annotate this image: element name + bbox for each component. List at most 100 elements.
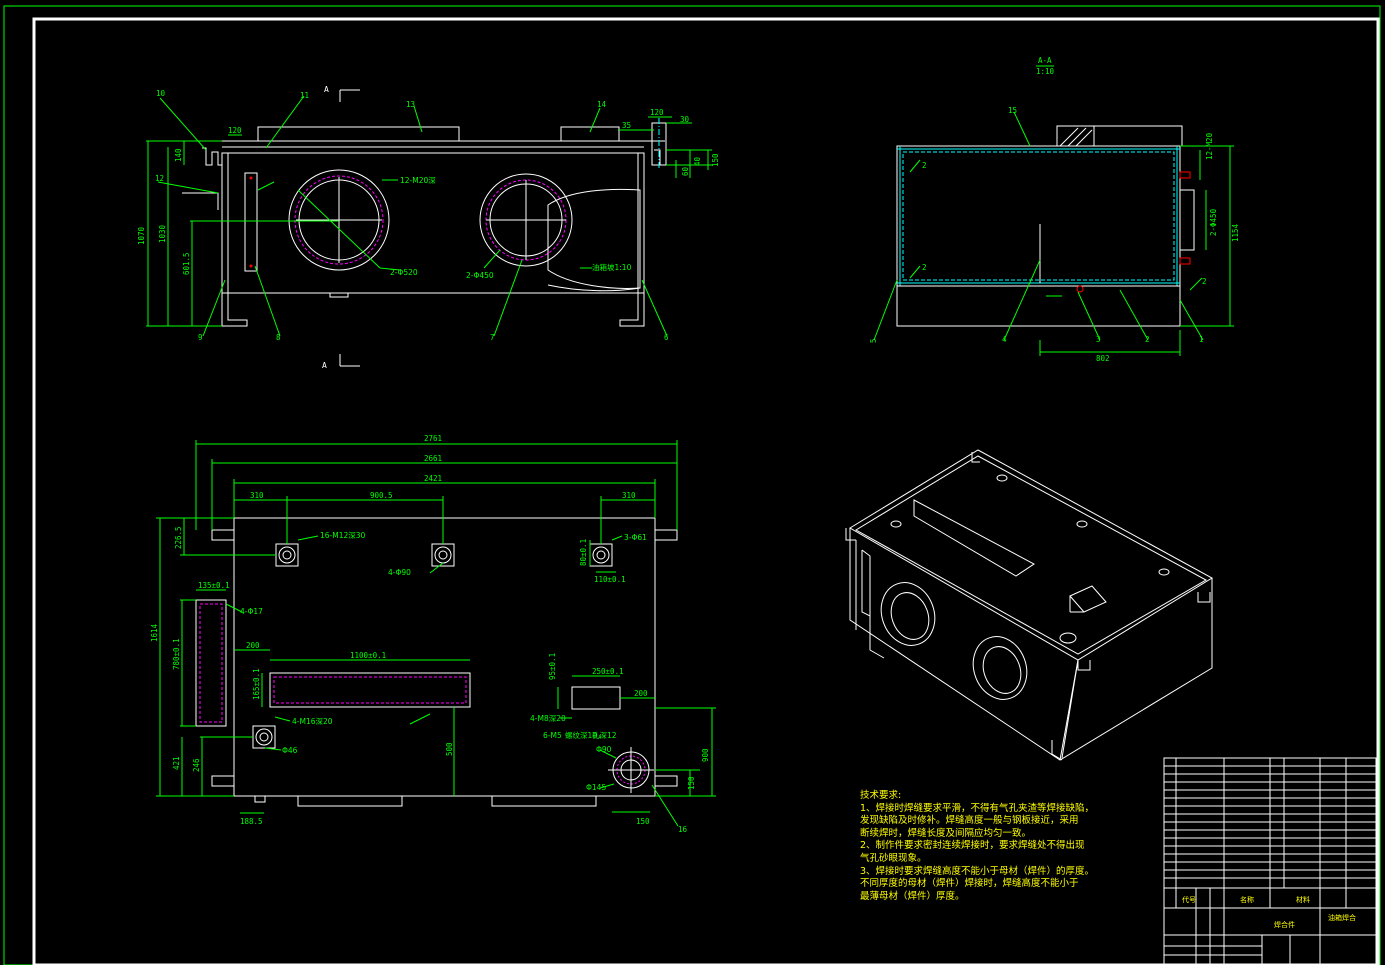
tech-line: 气孔砂眼现象。 [860,852,927,864]
section-mark-bottom: A [322,361,327,370]
svg-text:Φ46: Φ46 [282,746,298,755]
svg-text:226.5: 226.5 [174,526,183,549]
port-520-left [288,169,390,271]
section-view-text: A-A 1:10 15 5 4 3 2 1 1154 802 12-M20 2-… [869,56,1240,363]
svg-text:310: 310 [250,491,264,500]
front-view-callouts: 12-M20深 2-Φ520 2-Φ450 油箱坡1:10 [390,176,632,280]
svg-text:120: 120 [650,108,664,117]
svg-text:601.5: 601.5 [182,252,191,275]
section-title: A-A [1038,56,1052,65]
svg-text:Φ90: Φ90 [596,745,612,754]
isometric-view [845,449,1213,761]
svg-text:螺纹深10: 螺纹深10 [565,730,597,740]
svg-text:12-M20深: 12-M20深 [400,176,436,185]
svg-text:15: 15 [1008,106,1017,115]
svg-text:780±0.1: 780±0.1 [172,638,181,670]
svg-text:421: 421 [172,756,181,770]
svg-text:95±0.1: 95±0.1 [548,653,557,680]
front-view [146,89,712,367]
section-outer [896,145,1181,287]
svg-text:4-M16深20: 4-M16深20 [292,717,333,726]
svg-text:3-Φ61: 3-Φ61 [624,533,647,542]
tech-heading: 技术要求: [860,790,902,801]
front-view-dims: 10 11 13 14 12 9 8 7 6 1070 1030 601.5 1… [137,89,720,342]
svg-text:802: 802 [1096,354,1110,363]
svg-text:1: 1 [1199,335,1204,344]
svg-text:Φ145: Φ145 [586,783,606,792]
drawing-name: 油箱焊合 [1328,913,1356,922]
tech-line: 发现缺陷及时修补。焊缝高度一般与钢板接近，采用 [860,815,1079,827]
svg-text:9: 9 [198,333,203,342]
svg-text:2-Φ450: 2-Φ450 [1209,208,1218,236]
tech-line: 最薄母材（焊件）厚度。 [860,890,965,902]
svg-text:16-M12深30: 16-M12深30 [320,531,366,540]
svg-text:1154: 1154 [1231,223,1240,242]
svg-text:2: 2 [1202,277,1207,286]
front-view-text: A A [322,85,329,370]
svg-text:16: 16 [678,825,688,834]
svg-text:188.5: 188.5 [240,817,263,826]
svg-text:1614: 1614 [150,623,159,642]
svg-text:4-M8深20: 4-M8深20 [530,714,566,723]
top-view [156,440,716,827]
flange-bottom [252,725,276,749]
technical-requirements: 技术要求: 1、焊接时焊缝要求平滑，不得有气孔夹渣等焊接缺陷， 发现缺陷及时修补… [860,790,1160,903]
top-plate-13 [257,126,460,142]
svg-text:10: 10 [156,89,166,98]
svg-text:2661: 2661 [424,454,442,463]
svg-text:12: 12 [155,174,164,183]
svg-text:500: 500 [445,742,454,756]
top-view-callouts: 16-M12深30 3-Φ61 4-Φ90 4-Φ17 4-M16深20 Φ46… [240,531,647,792]
svg-text:60: 60 [681,166,690,176]
svg-text:4-Φ90: 4-Φ90 [388,568,411,577]
front-body [221,152,645,294]
tech-line: 断续焊时，焊缝长度及间隔应均匀一致。 [860,827,1032,839]
svg-text:2: 2 [922,263,927,272]
svg-text:35: 35 [622,121,631,130]
material-heading: 材料 [1296,895,1310,904]
title-block-text: 代号 名称 材料 焊合件 油箱焊合 [1182,895,1356,929]
svg-text:150: 150 [687,776,696,790]
svg-text:900.5: 900.5 [370,491,393,500]
svg-text:1070: 1070 [137,226,146,245]
svg-text:油箱坡1:10: 油箱坡1:10 [592,262,632,272]
svg-text:孔深12: 孔深12 [592,731,617,740]
svg-text:150: 150 [636,817,650,826]
svg-text:80±0.1: 80±0.1 [579,539,588,566]
svg-text:3: 3 [1096,335,1101,344]
assembly-label: 焊合件 [1274,920,1295,929]
svg-text:135±0.1: 135±0.1 [198,581,230,590]
svg-text:250±0.1: 250±0.1 [592,667,624,676]
svg-text:14: 14 [597,100,607,109]
svg-text:2: 2 [1145,335,1150,344]
tech-line: 3、焊接时要求焊缝高度不能小于母材（焊件）的厚度。 [860,865,1095,877]
tech-line: 1、焊接时焊缝要求平滑，不得有气孔夹渣等焊接缺陷， [860,802,1095,814]
name-heading: 名称 [1240,895,1254,904]
top-plate-14 [560,126,620,142]
svg-text:13: 13 [406,100,415,109]
drain-port [608,747,654,793]
svg-text:310: 310 [622,491,636,500]
section-view [873,65,1234,356]
inner-frame [32,17,1380,965]
svg-text:2-Φ450: 2-Φ450 [466,271,494,280]
svg-text:30: 30 [680,115,690,124]
svg-text:6: 6 [664,333,669,342]
code-heading: 代号 [1182,895,1196,904]
svg-text:4-Φ17: 4-Φ17 [240,607,263,616]
section-scale: 1:10 [1036,67,1055,76]
svg-text:1030: 1030 [158,224,167,243]
svg-text:1100±0.1: 1100±0.1 [350,651,386,660]
svg-text:120: 120 [228,126,242,135]
flange-mid [431,543,455,567]
port-450-right [479,173,573,267]
tech-line: 不同厚度的母材（焊件）焊接时，焊缝高度不能小于 [860,878,1079,890]
svg-text:110±0.1: 110±0.1 [594,575,626,584]
svg-text:200: 200 [634,689,648,698]
svg-text:11: 11 [300,91,309,100]
svg-text:140: 140 [174,148,183,162]
flange-right [589,543,613,567]
svg-text:4: 4 [1002,335,1007,344]
svg-text:12-M20: 12-M20 [1205,132,1214,160]
